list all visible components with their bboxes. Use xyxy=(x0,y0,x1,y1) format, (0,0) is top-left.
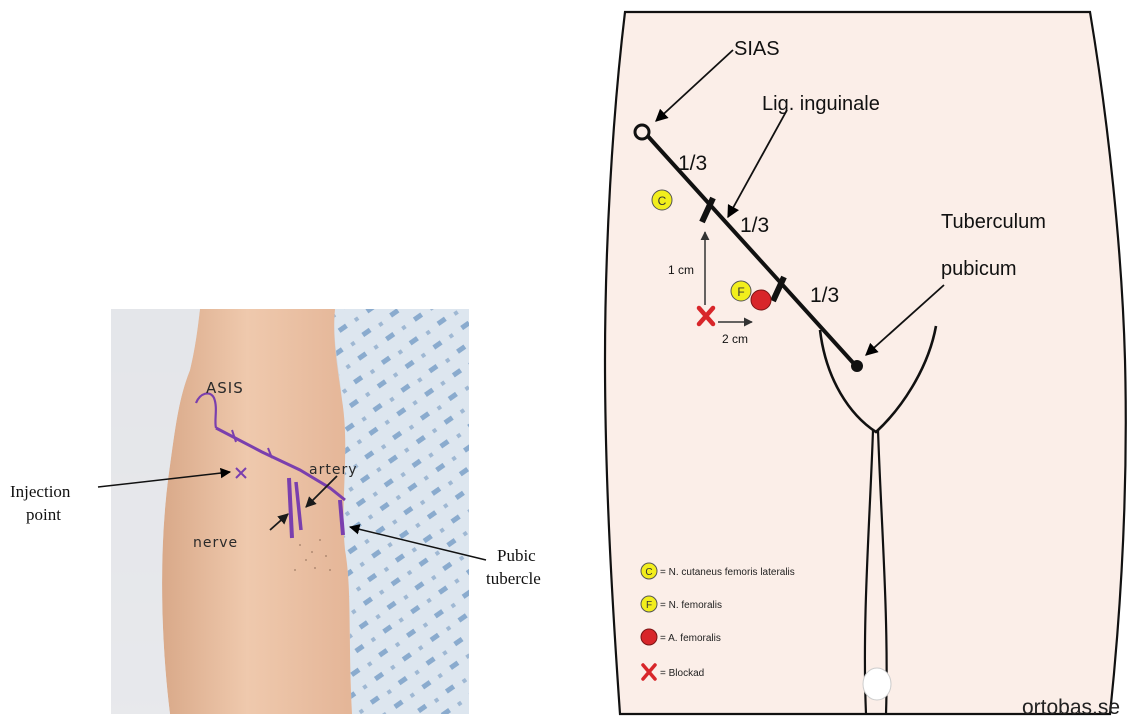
watermark: ortobas.se xyxy=(1022,696,1120,719)
two-cm-label: 2 cm xyxy=(722,332,748,346)
one-cm-label: 1 cm xyxy=(668,263,694,277)
nerve-label: nerve xyxy=(193,535,238,551)
tuberculum-point xyxy=(851,360,863,372)
legend-text-f: = N. femoralis xyxy=(660,600,722,611)
pubic-tubercle-label-line1: Pubic xyxy=(497,546,536,565)
artery-marker xyxy=(751,290,771,310)
skin-area xyxy=(162,309,352,714)
asis-label: ASIS xyxy=(206,379,244,397)
injection-point-label-line1: Injection xyxy=(10,482,71,501)
clinical-photo: ASIS artery nerve xyxy=(111,309,469,714)
pubic-tubercle-label-line2: tubercle xyxy=(486,569,541,588)
sias-point xyxy=(635,125,649,139)
genital-blur xyxy=(863,668,891,700)
tuberculum-label-line2: pubicum xyxy=(941,258,1017,280)
legend-text-block: = Blockad xyxy=(660,668,704,679)
legend-symbol-artery xyxy=(641,629,657,645)
hospital-sheet xyxy=(334,309,469,714)
nerve-f-marker-letter: F xyxy=(737,285,744,299)
lig-inguinale-label: Lig. inguinale xyxy=(762,93,880,115)
sias-label: SIAS xyxy=(734,38,780,60)
third-label-2: 1/3 xyxy=(740,214,769,237)
legend-text-artery: = A. femoralis xyxy=(660,633,721,644)
schematic-diagram: SIAS Lig. inguinale 1/3 1/3 1/3 Tubercul… xyxy=(605,12,1126,719)
artery-label: artery xyxy=(309,462,357,478)
third-label-1: 1/3 xyxy=(678,152,707,175)
nerve-c-marker-letter: C xyxy=(658,194,667,208)
injection-point-label-line2: point xyxy=(26,505,61,524)
legend-text-c: = N. cutaneus femoris lateralis xyxy=(660,567,795,578)
legend-symbol-f-letter: F xyxy=(646,600,652,611)
third-label-3: 1/3 xyxy=(810,284,839,307)
legend-symbol-c-letter: C xyxy=(645,567,652,578)
tuberculum-label-line1: Tuberculum xyxy=(941,211,1046,233)
